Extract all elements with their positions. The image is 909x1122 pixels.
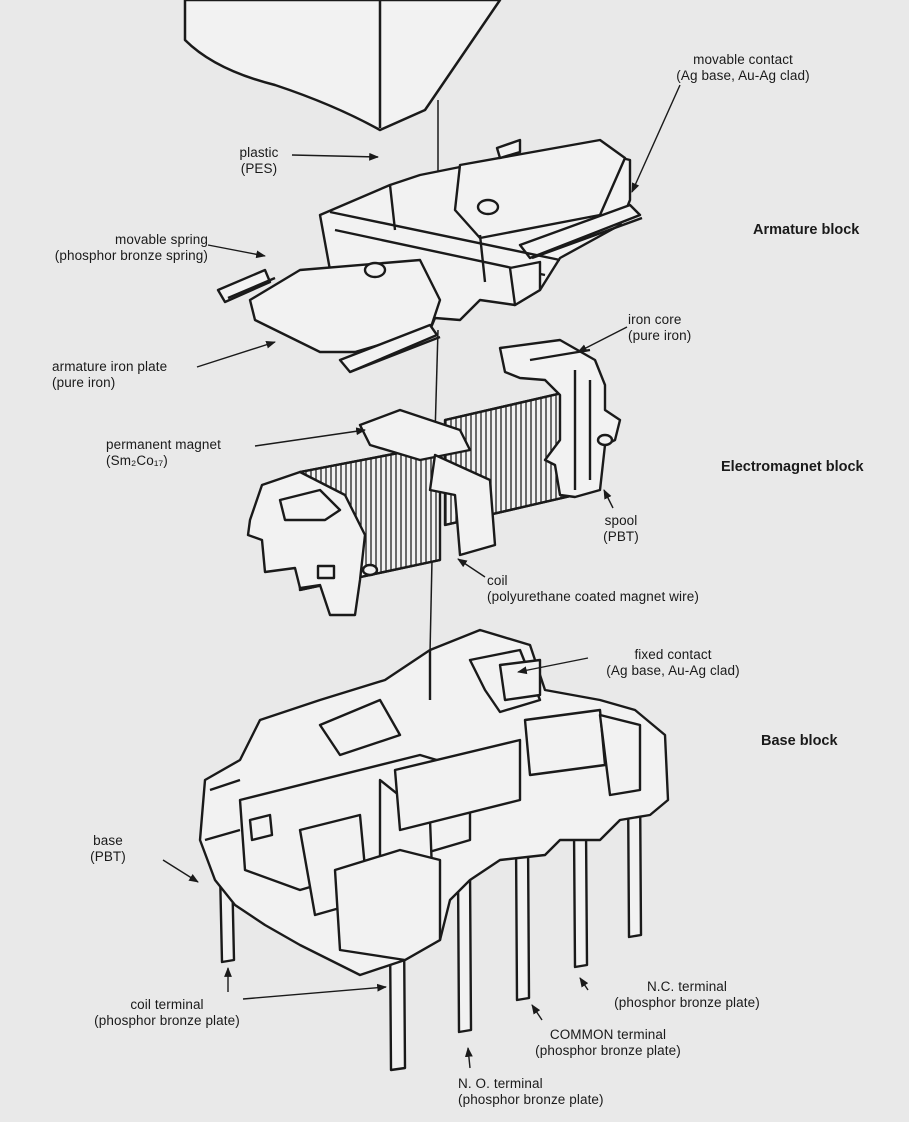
label-nc-terminal: N.C. terminal (phosphor bronze plate) [614,979,760,1010]
label-iron-core: iron core (pure iron) [628,312,692,343]
base-block [198,628,670,1072]
section-base-block: Base block [761,733,838,749]
section-electromagnet-block: Electromagnet block [721,459,864,475]
label-base: base (PBT) [90,833,126,864]
leader-lines [162,84,681,1069]
label-coil: coil (polyurethane coated magnet wire) [487,573,699,604]
label-movable-spring: movable spring (phosphor bronze spring) [54,232,208,263]
section-armature-block: Armature block [753,222,860,238]
cover [183,0,502,132]
label-armature-iron-plate: armature iron plate (pure iron) [52,359,168,390]
label-plastic: plastic (PES) [239,145,279,176]
label-coil-terminal: coil terminal (phosphor bronze plate) [94,997,240,1028]
label-common-terminal: COMMON terminal (phosphor bronze plate) [535,1027,681,1058]
label-movable-contact: movable contact (Ag base, Au-Ag clad) [676,52,810,83]
label-permanent-magnet: permanent magnet (Sm₂Co₁₇) [106,437,221,468]
armature-block [216,138,643,374]
electromagnet-block [246,338,622,617]
label-spool: spool (PBT) [603,513,639,544]
label-no-terminal: N. O. terminal (phosphor bronze plate) [458,1076,604,1107]
label-fixed-contact: fixed contact (Ag base, Au-Ag clad) [606,647,740,678]
